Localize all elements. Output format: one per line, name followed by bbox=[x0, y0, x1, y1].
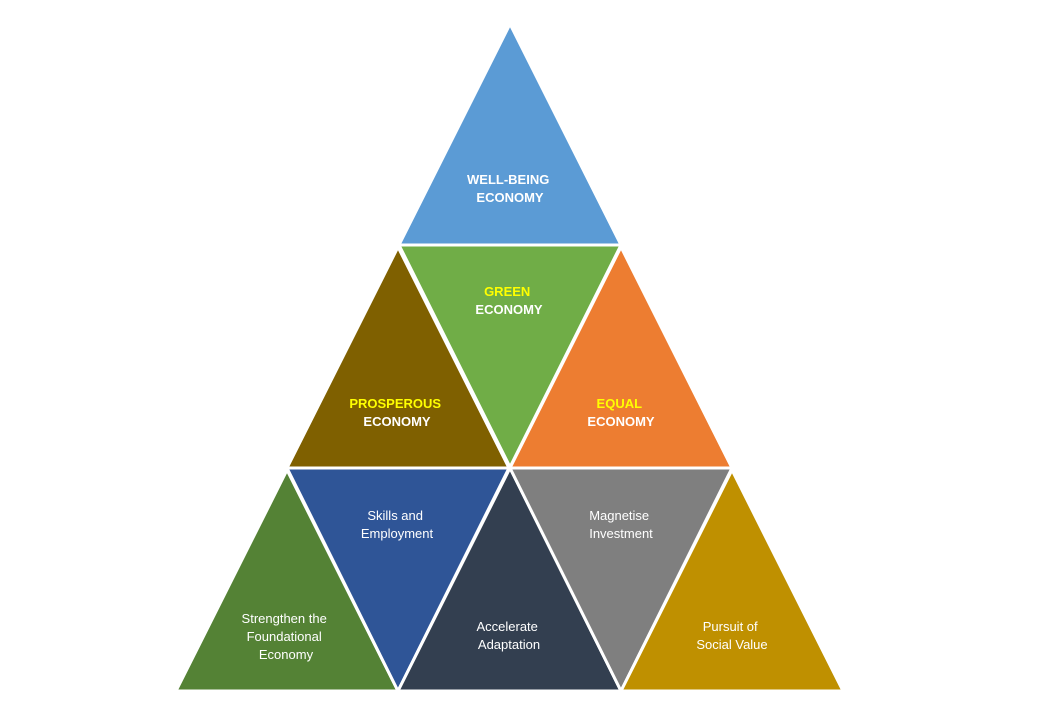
label-well-being-line-1: WELL-BEING bbox=[467, 172, 549, 187]
label-social-value-line-1: Pursuit of bbox=[703, 619, 758, 634]
label-prosperous: PROSPEROUS ECONOMY bbox=[349, 396, 444, 429]
label-prosperous-line-2: ECONOMY bbox=[363, 414, 431, 429]
segment-foundational: Strengthen the Foundational Economy bbox=[173, 466, 401, 693]
label-skills: Skills and Employment bbox=[361, 508, 434, 541]
segment-investment: Magnetise Investment bbox=[507, 466, 735, 695]
label-foundational-line-3: Economy bbox=[259, 647, 314, 662]
triangle-social-value bbox=[618, 466, 846, 693]
label-adaptation: Accelerate Adaptation bbox=[476, 619, 541, 652]
label-investment-line-2: Investment bbox=[589, 526, 653, 541]
label-adaptation-line-2: Adaptation bbox=[478, 637, 540, 652]
label-equal-line-1: EQUAL bbox=[597, 396, 643, 411]
label-well-being: WELL-BEING ECONOMY bbox=[467, 172, 553, 205]
label-green-line-1: GREEN bbox=[484, 284, 530, 299]
segment-prosperous: PROSPEROUS ECONOMY bbox=[284, 243, 512, 470]
label-foundational: Strengthen the Foundational Economy bbox=[242, 611, 331, 662]
label-equal: EQUAL ECONOMY bbox=[587, 396, 655, 429]
label-investment-line-1: Magnetise bbox=[589, 508, 649, 523]
label-adaptation-line-1: Accelerate bbox=[476, 619, 537, 634]
segment-social-value: Pursuit of Social Value bbox=[618, 466, 846, 693]
segment-skills: Skills and Employment bbox=[284, 466, 512, 695]
label-skills-line-2: Employment bbox=[361, 526, 434, 541]
label-social-value: Pursuit of Social Value bbox=[696, 619, 767, 652]
label-prosperous-line-1: PROSPEROUS bbox=[349, 396, 441, 411]
label-foundational-line-1: Strengthen the bbox=[242, 611, 327, 626]
label-skills-line-1: Skills and bbox=[367, 508, 423, 523]
label-green-line-2: ECONOMY bbox=[475, 302, 543, 317]
label-foundational-line-2: Foundational bbox=[247, 629, 322, 644]
label-investment: Magnetise Investment bbox=[589, 508, 653, 541]
label-social-value-line-2: Social Value bbox=[696, 637, 767, 652]
label-well-being-line-2: ECONOMY bbox=[476, 190, 544, 205]
segment-well-being: WELL-BEING ECONOMY bbox=[396, 20, 624, 247]
label-equal-line-2: ECONOMY bbox=[587, 414, 655, 429]
triangle-well-being bbox=[396, 20, 624, 247]
label-green: GREEN ECONOMY bbox=[475, 284, 543, 317]
